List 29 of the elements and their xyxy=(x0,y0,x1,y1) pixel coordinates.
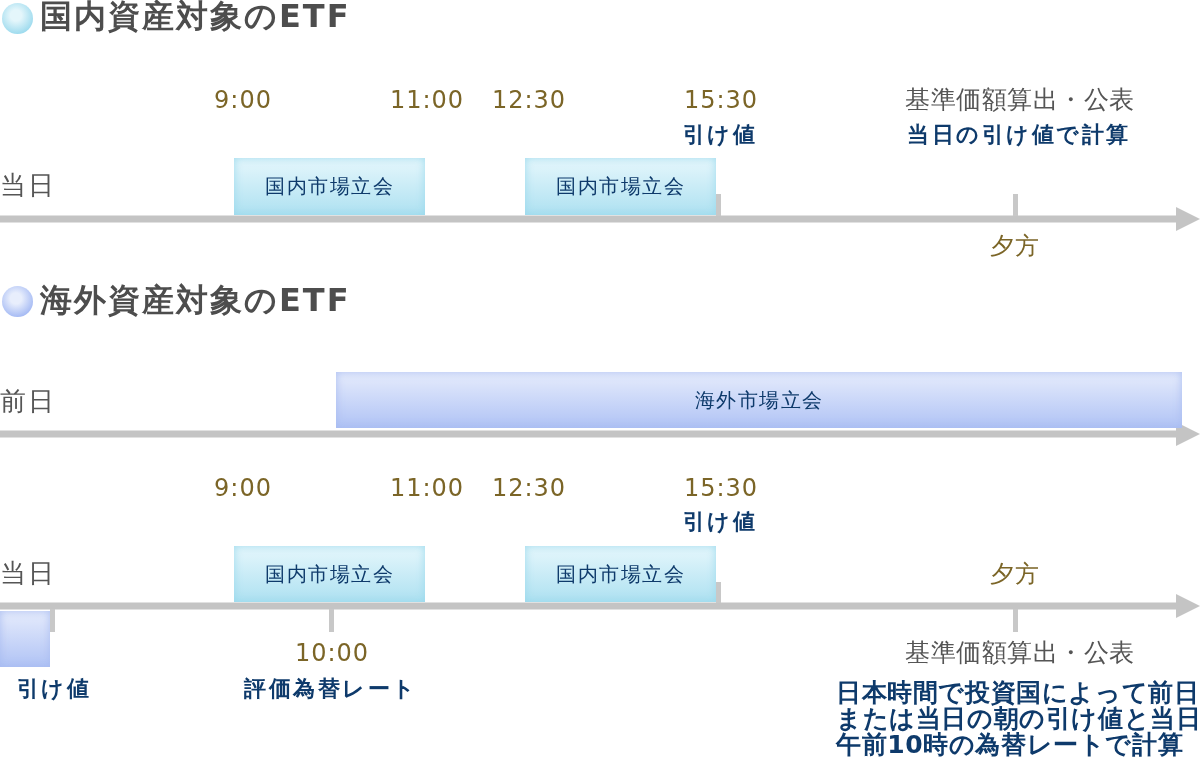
note-text: 引け値 xyxy=(682,509,758,536)
day-label: 当日 xyxy=(0,558,56,590)
event-label: 基準価額算出・公表 xyxy=(905,638,1135,668)
time-label: 15:30 xyxy=(683,86,759,115)
time-label: 夕方 xyxy=(990,232,1040,261)
note-text: 評価為替レート xyxy=(244,676,418,703)
time-label: 9:00 xyxy=(214,474,272,503)
section-heading: 海外資産対象のETF xyxy=(40,281,351,320)
note-text: 日本時間で投資国によって前日または当日の朝の引け値と当日午前10時の為替レートで計算 xyxy=(836,680,1200,758)
note-text: 引け値 xyxy=(16,676,92,703)
time-label: 11:00 xyxy=(389,474,465,503)
session-bar: 国内市場立会 xyxy=(234,158,425,215)
time-label: 9:00 xyxy=(214,86,272,115)
time-label: 15:30 xyxy=(683,474,759,503)
session-bar: 国内市場立会 xyxy=(525,158,716,215)
session-bar: 海外市場立会 xyxy=(336,372,1182,428)
time-label: 10:00 xyxy=(294,639,370,668)
note-text: 引け値 xyxy=(682,122,758,149)
session-bar: 国内市場立会 xyxy=(234,546,425,602)
time-label: 12:30 xyxy=(491,474,567,503)
time-label: 夕方 xyxy=(990,560,1040,589)
time-label: 11:00 xyxy=(389,86,465,115)
session-bar: 国内市場立会 xyxy=(525,546,716,602)
day-label: 当日 xyxy=(0,170,56,202)
note-text: 当日の引け値で計算 xyxy=(907,122,1131,149)
period-block xyxy=(0,611,50,667)
day-label: 前日 xyxy=(0,386,56,418)
time-label: 12:30 xyxy=(491,86,567,115)
event-label: 基準価額算出・公表 xyxy=(905,85,1135,115)
